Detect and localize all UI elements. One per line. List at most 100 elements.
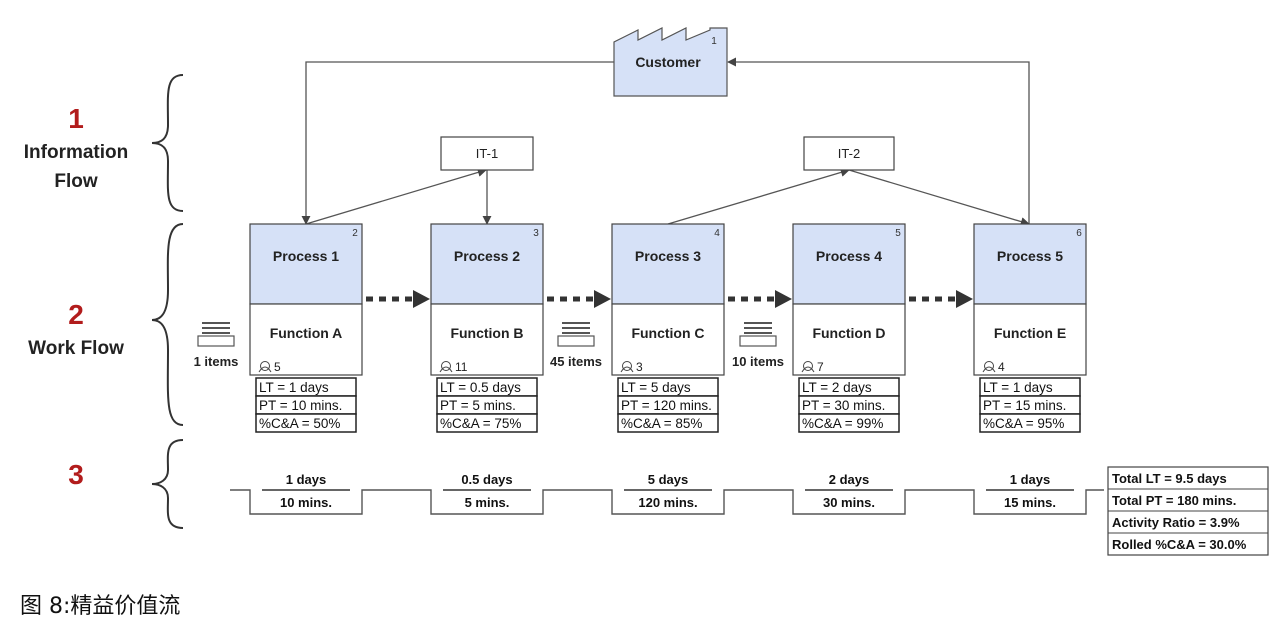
- section-label-flow: Flow: [54, 171, 97, 192]
- metric-text: LT = 1 days: [259, 380, 329, 395]
- push-arrow: [366, 290, 430, 308]
- metric-text: %C&A = 75%: [440, 416, 521, 431]
- push-arrows: [366, 290, 973, 308]
- section-label-work-flow: Work Flow: [28, 338, 124, 359]
- process-function: Function E: [994, 325, 1066, 341]
- metric-cell: [617, 413, 719, 433]
- operator-count: 7: [817, 360, 824, 374]
- push-arrow: [728, 290, 792, 308]
- process-title: Process 1: [273, 248, 339, 264]
- process-tag: 2: [352, 228, 358, 239]
- total-row: Total PT = 180 mins.: [1112, 493, 1236, 508]
- brace-work-flow: [151, 223, 184, 426]
- inventory-stack-icon: [197, 322, 235, 347]
- section-number-3: 3: [68, 459, 84, 490]
- timeline-process-time: 30 mins.: [823, 495, 875, 510]
- process-header: [611, 223, 725, 305]
- process-metrics: LT = 1 days PT = 15 mins. %C&A = 95%: [979, 377, 1081, 433]
- metric-text: LT = 1 days: [983, 380, 1053, 395]
- metric-text: LT = 2 days: [802, 380, 872, 395]
- process-metrics: LT = 2 days PT = 30 mins. %C&A = 99%: [798, 377, 900, 433]
- customer-to-process-1-line: [301, 61, 614, 225]
- metric-text: PT = 30 mins.: [802, 398, 885, 413]
- operator-icon: [258, 361, 272, 373]
- timeline-lead-time: 0.5 days: [461, 472, 512, 487]
- timeline-step-2: 0.5 days 5 mins.: [443, 472, 531, 510]
- metric-text: LT = 5 days: [621, 380, 691, 395]
- process-header: [973, 223, 1087, 305]
- it-system-1: IT-1: [440, 136, 534, 171]
- operator-count: 5: [274, 360, 281, 374]
- metric-text: %C&A = 85%: [621, 416, 702, 431]
- it-system-2: IT-2: [803, 136, 895, 171]
- metric-text: PT = 120 mins.: [621, 398, 712, 413]
- total-row: Activity Ratio = 3.9%: [1112, 515, 1240, 530]
- operator-icon: [801, 361, 815, 373]
- timeline-process-time: 15 mins.: [1004, 495, 1056, 510]
- customer-tag: 1: [711, 36, 717, 47]
- metric-text: LT = 0.5 days: [440, 380, 521, 395]
- process-tag: 3: [533, 228, 539, 239]
- timeline-step-1: 1 days 10 mins.: [262, 472, 350, 510]
- section-label-information: Information: [24, 142, 129, 163]
- process-3-to-it-2-line: [667, 167, 850, 225]
- timeline-process-time: 10 mins.: [280, 495, 332, 510]
- process-tag: 5: [895, 228, 901, 239]
- metric-cell: [798, 413, 900, 433]
- section-braces: [151, 74, 184, 529]
- operator-icon: [439, 361, 453, 373]
- metric-cell: [979, 413, 1081, 433]
- brace-information-flow: [151, 74, 184, 212]
- metric-cell: [436, 413, 538, 433]
- metric-text: PT = 15 mins.: [983, 398, 1066, 413]
- value-stream-map-diagram: 1 Information Flow 2 Work Flow 3 Custome…: [24, 27, 1269, 556]
- process-title: Process 4: [816, 248, 882, 264]
- process-title: Process 2: [454, 248, 520, 264]
- brace-timeline: [151, 439, 184, 529]
- inventory-stack-icon: [739, 322, 777, 347]
- process-header: [792, 223, 906, 305]
- timeline-lead-time: 1 days: [1010, 472, 1050, 487]
- process-metrics: LT = 0.5 days PT = 5 mins. %C&A = 75%: [436, 377, 538, 433]
- inventory-stack-icon: [557, 322, 595, 347]
- process-function: Function A: [270, 325, 343, 341]
- customer-node: Customer 1: [613, 27, 728, 97]
- metric-text: %C&A = 95%: [983, 416, 1064, 431]
- process-title: Process 5: [997, 248, 1063, 264]
- process-header: [249, 223, 363, 305]
- figure-caption: 图 8:精益价值流: [20, 594, 181, 619]
- timeline-step-5: 1 days 15 mins.: [986, 472, 1074, 510]
- inventory-3: 10 items: [732, 322, 784, 369]
- operator-count: 3: [636, 360, 643, 374]
- process-function: Function C: [631, 325, 704, 341]
- customer-label: Customer: [635, 54, 701, 70]
- section-labels: 1 Information Flow 2 Work Flow 3: [24, 103, 129, 490]
- operator-count: 11: [455, 360, 468, 374]
- metric-text: PT = 5 mins.: [440, 398, 516, 413]
- process-tag: 6: [1076, 228, 1082, 239]
- process-5-to-customer-line: [727, 57, 1030, 224]
- it-system-label: IT-1: [476, 146, 498, 161]
- process-1-to-it-1-line: [305, 167, 487, 225]
- timeline-line: [230, 489, 1104, 515]
- timeline-lead-time: 1 days: [286, 472, 326, 487]
- it-2-to-process-5-line: [848, 169, 1030, 227]
- metric-cell: [255, 413, 357, 433]
- process-tag: 4: [714, 228, 720, 239]
- process-function: Function D: [812, 325, 885, 341]
- operator-count: 4: [998, 360, 1005, 374]
- information-flow-lines: [301, 57, 1030, 227]
- timeline-process-time: 5 mins.: [465, 495, 510, 510]
- metric-text: %C&A = 99%: [802, 416, 883, 431]
